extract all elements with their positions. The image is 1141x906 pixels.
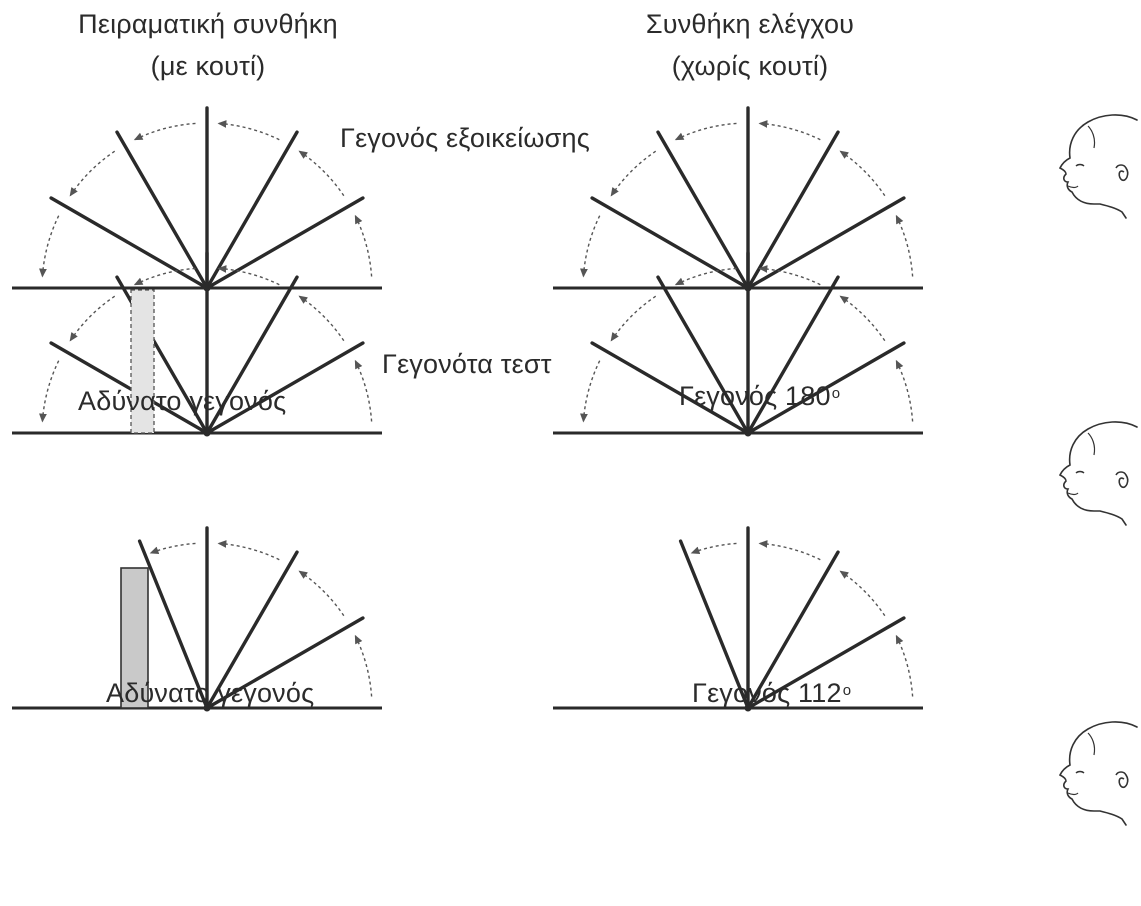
habituation-control-screen-position-1 xyxy=(746,196,906,290)
test-possible-180-panel xyxy=(553,251,923,437)
test-impossible-180-rotation-arrow-5 xyxy=(69,295,116,342)
test-possible-180-rotation-arrow-5 xyxy=(610,295,657,342)
habituation-experimental-rotation-arrow-3 xyxy=(217,120,280,141)
infant-head-icon-2 xyxy=(1058,421,1138,526)
habituation-control-screen-position-4 xyxy=(656,130,750,290)
habituation-control-rotation-arrow-3 xyxy=(758,120,821,141)
test-possible-112-screen-position-1 xyxy=(746,616,906,710)
infant-head-icon-2-eye xyxy=(1075,470,1085,474)
test-impossible-180-rotation-arrow-6 xyxy=(39,360,60,423)
habituation-control-screen-position-2 xyxy=(746,130,840,290)
infant-head-icon-3-face-outline xyxy=(1058,721,1138,826)
test-possible-112-screen-position-2 xyxy=(746,550,840,710)
test-possible-112-rotation-arrow-3 xyxy=(758,540,821,561)
solid-box xyxy=(120,567,149,709)
experimental-condition-title: Πειραματική συνθήκη xyxy=(78,9,338,39)
experimental-condition-subtitle: (με κουτί) xyxy=(150,51,266,81)
test-impossible-112-rotation-arrow-2 xyxy=(298,570,345,617)
habituation-experimental-screen-position-4 xyxy=(115,130,209,290)
impossible-event-label-2: Αδύνατο γεγονός xyxy=(106,678,315,708)
test-possible-180-screen-position-5 xyxy=(590,341,750,435)
test-impossible-112-rotation-arrow-1 xyxy=(354,634,373,697)
event-180-text: Γεγονός 180 xyxy=(679,381,831,411)
habituation-control-rotation-arrow-4 xyxy=(674,122,737,141)
test-possible-112-screen-position-4 xyxy=(678,539,750,710)
impossible-event-label-1: Αδύνατο γεγονός xyxy=(78,386,287,416)
infant-head-icon-3 xyxy=(1058,721,1138,826)
test-impossible-180-rotation-arrow-4 xyxy=(133,267,196,286)
infant-head-icon-3-mouth xyxy=(1067,792,1079,796)
habituation-experimental-rotation-arrow-6 xyxy=(39,215,60,278)
test-possible-180-rotation-arrow-2 xyxy=(839,295,886,342)
test-possible-180-screen-position-4 xyxy=(656,275,750,435)
infant-head-icon-2-face-outline xyxy=(1058,421,1138,526)
test-possible-180-rotation-arrow-4 xyxy=(674,267,737,286)
event-112-text: Γεγονός 112 xyxy=(692,678,842,708)
test-impossible-112-screen-position-2 xyxy=(205,550,299,710)
test-impossible-112-rotation-arrow-4 xyxy=(149,542,196,554)
test-impossible-180-screen-position-5 xyxy=(49,341,209,435)
test-possible-112-rotation-arrow-2 xyxy=(839,570,886,617)
habituation-experimental-rotation-arrow-1 xyxy=(354,214,373,277)
test-possible-180-screen-position-1 xyxy=(746,341,906,435)
infant-head-icon-mouth xyxy=(1067,185,1079,189)
habituation-control-rotation-arrow-1 xyxy=(895,214,914,277)
infant-head-icon xyxy=(1058,114,1138,219)
infant-head-icon-3-hair-line xyxy=(1087,732,1096,756)
habituation-experimental-screen-position-1 xyxy=(205,196,365,290)
infant-head-icon-2-hair-line xyxy=(1087,432,1096,456)
test-possible-180-rotation-arrow-3 xyxy=(758,265,821,286)
test-impossible-180-pivot xyxy=(203,429,211,437)
test-impossible-180-rotation-arrow-2 xyxy=(298,295,345,342)
event-180-label: Γεγονός 180o xyxy=(679,380,840,412)
habituation-experimental-rotation-arrow-4 xyxy=(133,122,196,141)
test-impossible-112-pivot xyxy=(203,704,211,712)
dashed-box xyxy=(130,289,155,434)
habituation-experimental-rotation-arrow-5 xyxy=(69,150,116,197)
test-possible-180-rotation-arrow-1 xyxy=(895,359,914,422)
habituation-event-label: Γεγονός εξοικείωσης xyxy=(340,123,590,153)
test-impossible-180-rotation-arrow-1 xyxy=(354,359,373,422)
test-impossible-112-screen-position-1 xyxy=(205,616,365,710)
test-impossible-112-screen-position-4 xyxy=(137,539,209,710)
event-112-label: Γεγονός 112o xyxy=(692,677,851,709)
degree-sign: o xyxy=(831,385,841,402)
test-possible-180-pivot xyxy=(744,429,752,437)
habituation-experimental-rotation-arrow-2 xyxy=(298,150,345,197)
infant-head-icon-3-eye xyxy=(1075,770,1085,774)
habituation-control-rotation-arrow-2 xyxy=(839,150,886,197)
test-events-label: Γεγονότα τεστ xyxy=(382,349,552,379)
test-possible-112-rotation-arrow-4 xyxy=(690,542,737,554)
infant-head-icon-3-ear xyxy=(1115,771,1129,789)
infant-head-icon-2-mouth xyxy=(1067,492,1079,496)
test-possible-180-rotation-arrow-6 xyxy=(580,360,601,423)
control-condition-title: Συνθήκη ελέγχου xyxy=(645,9,855,39)
infant-head-icon-hair-line xyxy=(1087,125,1096,149)
test-impossible-180-screen-position-2 xyxy=(205,275,299,435)
habituation-experimental-screen-position-5 xyxy=(49,196,209,290)
infant-head-icon-face-outline xyxy=(1058,114,1138,219)
test-possible-112-pivot xyxy=(744,704,752,712)
test-possible-112-panel xyxy=(553,526,923,712)
degree-sign-2: o xyxy=(842,682,852,699)
infant-head-icon-eye xyxy=(1075,163,1085,167)
habituation-experimental-screen-position-2 xyxy=(205,130,299,290)
habituation-control-screen-position-5 xyxy=(590,196,750,290)
habituation-control-panel xyxy=(553,106,923,292)
test-possible-112-rotation-arrow-1 xyxy=(895,634,914,697)
control-condition-subtitle: (χωρίς κουτί) xyxy=(671,51,829,81)
infant-head-icon-ear xyxy=(1115,164,1129,182)
test-impossible-112-rotation-arrow-3 xyxy=(217,540,280,561)
habituation-experimental-panel xyxy=(12,106,382,292)
habituation-control-rotation-arrow-5 xyxy=(610,150,657,197)
test-impossible-180-screen-position-1 xyxy=(205,341,365,435)
test-possible-180-screen-position-2 xyxy=(746,275,840,435)
infant-head-icon-2-ear xyxy=(1115,471,1129,489)
test-impossible-180-rotation-arrow-3 xyxy=(217,265,280,286)
habituation-control-rotation-arrow-6 xyxy=(580,215,601,278)
test-impossible-112-panel xyxy=(12,526,382,712)
